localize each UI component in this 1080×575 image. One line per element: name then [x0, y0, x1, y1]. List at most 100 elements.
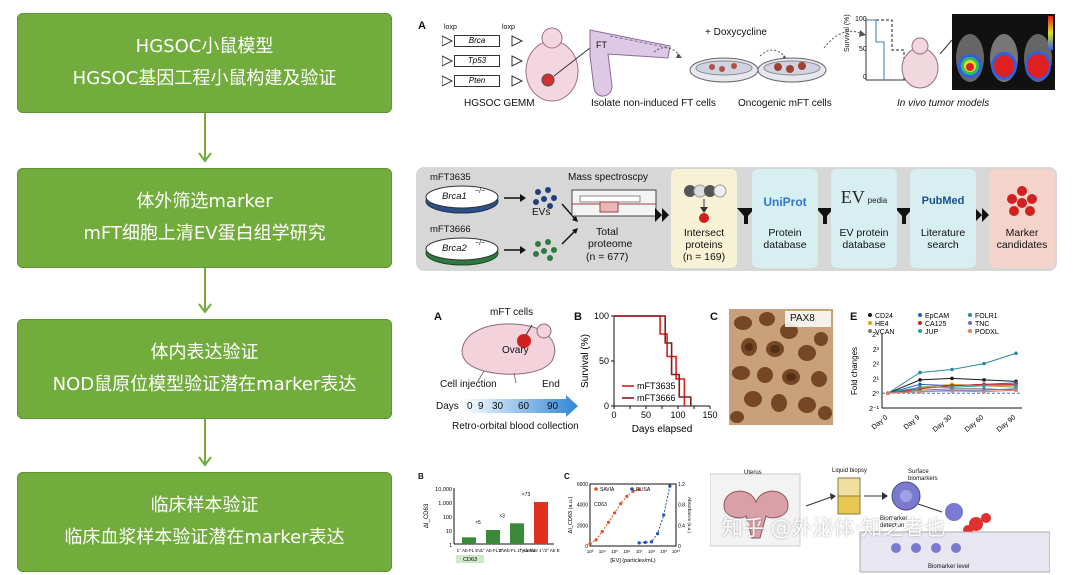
step-box-1: HGSOC小鼠模型 HGSOC基因工程小鼠构建及验证	[17, 13, 392, 113]
blood-collection-label: Retro-orbital blood collection	[452, 421, 579, 432]
x-tick-label: 100	[670, 410, 685, 420]
y-tick-label: 0	[604, 401, 609, 411]
pax8-label: PAX8	[790, 313, 815, 324]
legend-label: mFT3666	[637, 393, 676, 403]
days-label: Days	[436, 401, 459, 412]
ivis-image	[952, 14, 1055, 90]
y-tick-label: 1	[449, 543, 452, 549]
card-title-line: database	[842, 239, 886, 251]
cell-injection-label: Cell injection	[440, 379, 497, 390]
panel-label: C	[710, 311, 718, 323]
cell-dish-brca1	[425, 185, 499, 214]
bar	[534, 502, 548, 544]
x-tick-label: 50	[641, 410, 651, 420]
marker-cluster-icon	[989, 183, 1055, 222]
x-tick-label: 10¹⁰	[672, 549, 681, 554]
fold-point	[950, 389, 954, 393]
fold-point	[918, 378, 922, 382]
x-tick-label: 150	[702, 410, 717, 420]
legend-label: PODXL	[975, 329, 999, 336]
y-axis-label: ΔI_CD63 (a.u.)	[568, 496, 574, 533]
gene-construct: Tp53	[442, 54, 534, 68]
pubmed-logo: PubMed	[921, 195, 965, 207]
caption: HGSOC GEMM	[464, 98, 535, 109]
legend-marker	[918, 313, 922, 317]
day-tick: 0	[467, 401, 473, 412]
mft-cells-label: mFT cells	[490, 307, 534, 318]
gene-label: Brca2	[442, 243, 467, 254]
step-subtitle: HGSOC基因工程小鼠构建及验证	[72, 68, 337, 89]
fold-label: ×73	[522, 492, 531, 498]
data-point	[612, 511, 617, 515]
biomarker-detection-label: Biomarker	[880, 516, 908, 522]
fold-point	[886, 391, 890, 395]
total-proteome-line2: proteome	[588, 238, 633, 250]
footer-band	[456, 555, 484, 563]
step-title: 体内表达验证	[150, 342, 259, 363]
card-title-line: database	[763, 239, 807, 251]
gene-brca: Brca	[454, 35, 500, 47]
x-tick-label: 10⁶	[623, 549, 630, 554]
series-line	[639, 485, 671, 544]
legend-label: TNC	[975, 321, 989, 328]
data-point	[655, 532, 660, 536]
intersect-balls-icon	[671, 183, 737, 226]
survival-axis-label: Survival (%)	[844, 14, 851, 52]
dotted-arrow-icon	[823, 30, 866, 49]
panel-liquid-biopsy: Uterus Liquid biopsy Surface biomarkers …	[710, 466, 1050, 574]
double-arrow-icon	[975, 208, 989, 222]
card-title-line: Intersect	[683, 227, 725, 239]
gene-pten: Pten	[454, 75, 500, 87]
legend-label: mFT3635	[637, 381, 676, 391]
double-arrow-icon	[655, 208, 669, 222]
data-point	[637, 487, 641, 491]
funnel-icon	[895, 208, 913, 224]
step-subtitle: 临床血浆样本验证潜在marker表达	[64, 527, 345, 548]
bar	[486, 530, 500, 544]
data-point	[588, 542, 592, 546]
card-intersect: Intersect proteins (n = 169)	[671, 169, 737, 268]
step-title: HGSOC小鼠模型	[135, 36, 274, 57]
x-tick-label: 1° Ab-FL EV	[481, 548, 506, 553]
y2-tick-label: 0.8	[678, 503, 685, 509]
legend-marker	[868, 329, 872, 333]
cell-line-name: mFT3666	[430, 224, 471, 235]
x-tick-label: 1° Ab-FL EV	[457, 548, 482, 553]
x-tick-label: 10⁷	[636, 549, 643, 554]
fold-point	[950, 376, 954, 381]
caption: Oncogenic mFT cells	[738, 98, 832, 109]
y2-axis-label: Absorbance (a.u.)	[687, 497, 692, 533]
card-subtitle: (n = 169)	[682, 251, 726, 263]
panel-label: C	[564, 472, 570, 481]
data-point	[606, 520, 611, 524]
arrow-down-icon	[198, 113, 212, 163]
gene-construct: Pten	[442, 74, 534, 88]
bar	[462, 537, 476, 544]
day-tick: 60	[518, 401, 530, 412]
y-tick-label: 100	[443, 515, 452, 521]
panel-label: A	[418, 20, 426, 32]
y-axis-label: ΔI_CD63	[424, 503, 430, 528]
legend-marker	[918, 329, 922, 333]
arrow-down-icon	[198, 419, 212, 467]
y-tick-label: 0	[585, 544, 588, 550]
fold-label: ×3	[499, 513, 505, 519]
x-tick-label: Day 90	[996, 414, 1018, 434]
gene-superscript: −/−	[475, 240, 486, 247]
legend-marker	[968, 313, 972, 317]
legend-marker	[968, 329, 972, 333]
tag-label: CD63	[594, 502, 607, 508]
x-tick-label: Day 9	[903, 414, 922, 431]
legend-marker	[968, 321, 972, 325]
panel-label: B	[574, 311, 582, 323]
step-title: 临床样本验证	[150, 495, 259, 516]
fold-point	[982, 384, 986, 388]
card-title-line: candidates	[996, 239, 1048, 251]
data-point	[662, 513, 666, 517]
total-proteome-count: (n = 677)	[586, 251, 629, 263]
panel-proteomics-left: mFT3635 Brca1 −/− mFT3666 Brca2 −/− EVs …	[420, 170, 680, 270]
y-tick-label: 100	[594, 311, 609, 321]
y-tick-label: 4000	[577, 503, 588, 509]
panel-label: E	[850, 311, 858, 323]
